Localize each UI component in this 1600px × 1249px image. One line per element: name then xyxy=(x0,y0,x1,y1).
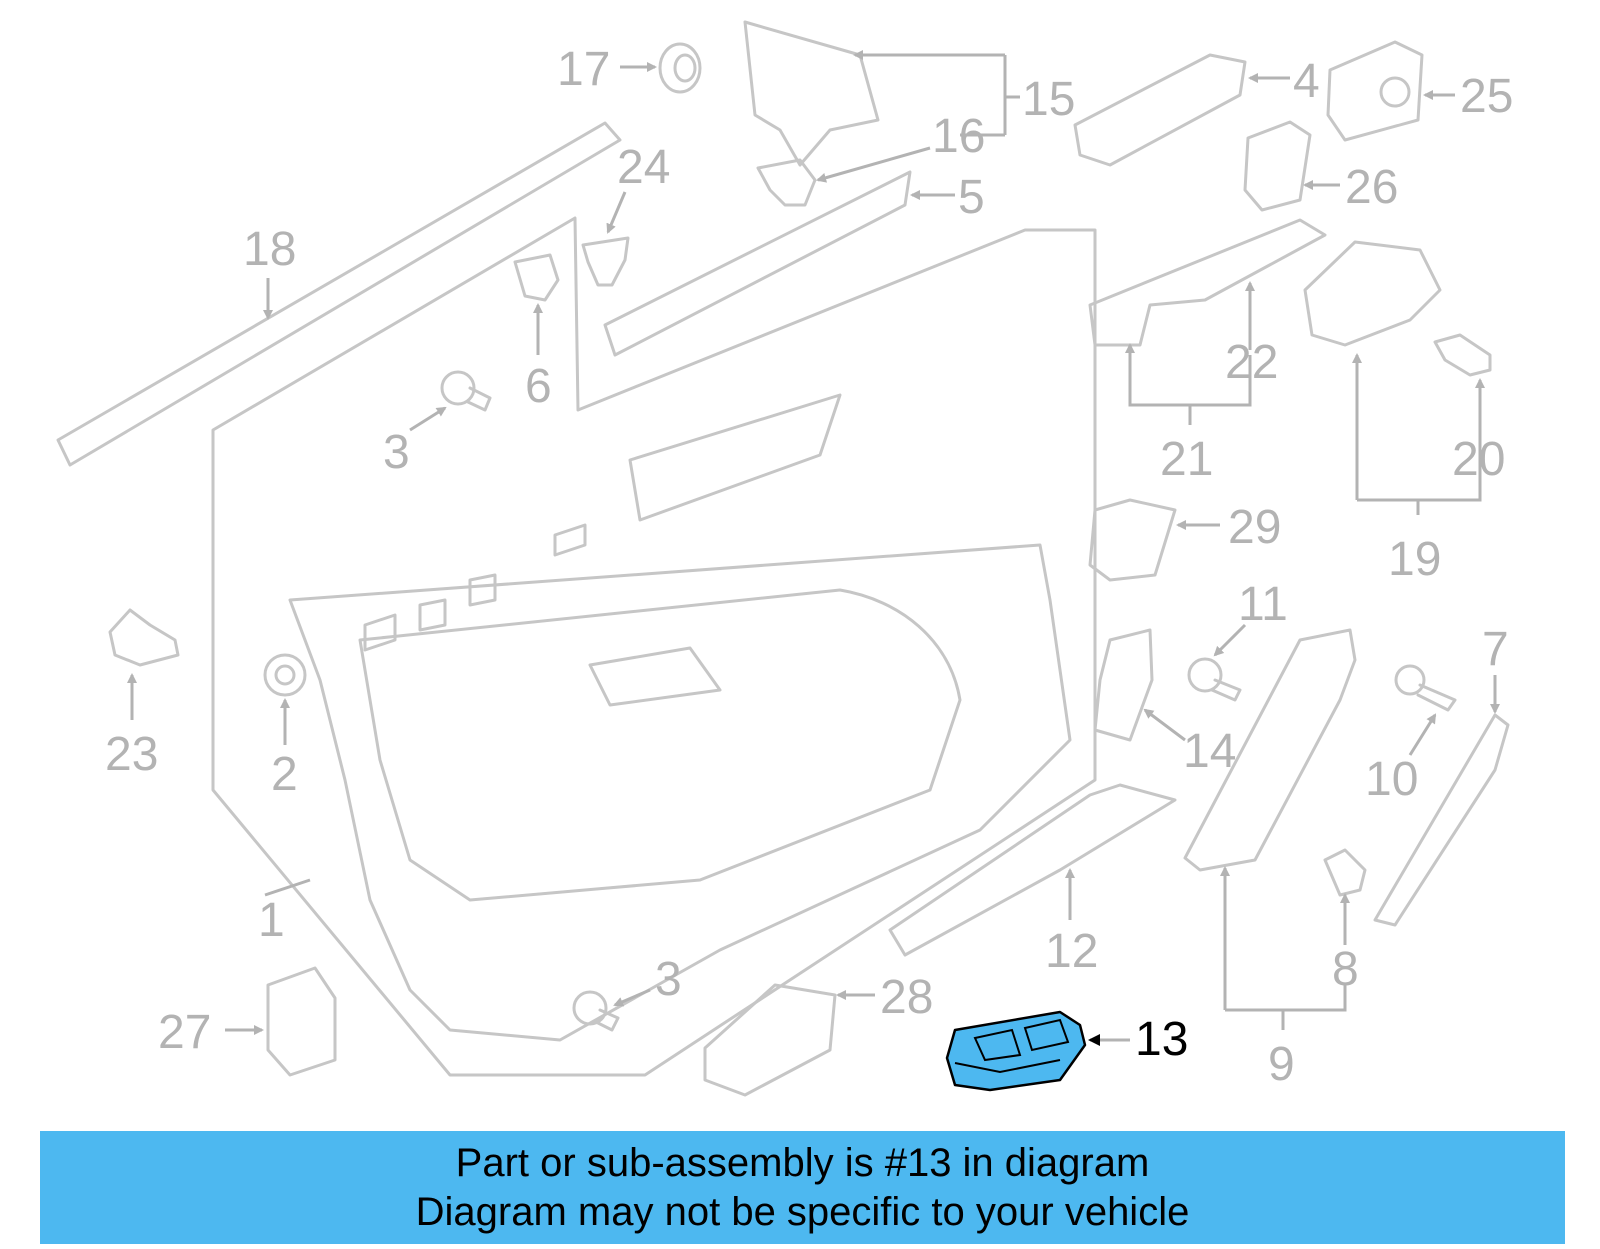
switch-27-drawing xyxy=(266,966,337,1077)
trim-12-drawing xyxy=(888,783,1177,957)
callout-19: 19 xyxy=(1388,533,1441,586)
bezel-13-highlighted xyxy=(945,1010,1087,1092)
callout-11: 11 xyxy=(1238,578,1288,631)
callout-15: 15 xyxy=(1022,73,1075,126)
trim-strip-drawing xyxy=(603,170,912,357)
clip-16-drawing xyxy=(756,158,817,207)
switch-25-drawing xyxy=(1326,40,1424,142)
screw-11-drawing xyxy=(1187,657,1242,702)
screw-3-bottom-drawing xyxy=(572,990,620,1032)
switch-29-drawing xyxy=(1088,498,1177,582)
callout-16: 16 xyxy=(932,110,985,163)
callout-17: 17 xyxy=(557,43,610,96)
callout-18: 18 xyxy=(243,223,296,276)
callout-2: 2 xyxy=(271,748,298,801)
leader-lines xyxy=(127,50,1500,1046)
switch-26-drawing xyxy=(1243,120,1312,212)
banner-line-1: Part or sub-assembly is #13 in diagram xyxy=(455,1141,1150,1185)
callout-24: 24 xyxy=(617,141,670,194)
callout-labels: 1 2 3 3 4 5 6 7 8 9 10 11 12 13 14 15 16… xyxy=(105,43,1513,1091)
callout-25: 25 xyxy=(1460,70,1513,123)
callout-1: 1 xyxy=(258,894,285,947)
callout-3-top: 3 xyxy=(383,426,410,479)
door-panel-drawing xyxy=(211,216,1097,1077)
callout-7: 7 xyxy=(1482,623,1509,676)
clip-8-drawing xyxy=(1323,848,1367,897)
clip-6-drawing xyxy=(513,253,560,302)
clip-23-drawing xyxy=(108,608,180,667)
handle-4-drawing xyxy=(1073,53,1247,167)
callout-23: 23 xyxy=(105,728,158,781)
callout-5: 5 xyxy=(958,171,985,224)
switch-28-drawing xyxy=(703,983,837,1097)
screw-3-top-drawing xyxy=(440,370,492,412)
callout-26: 26 xyxy=(1345,161,1398,214)
banner-line-2: Diagram may not be specific to your vehi… xyxy=(415,1190,1190,1234)
callout-29: 29 xyxy=(1228,501,1281,554)
callout-8: 8 xyxy=(1332,943,1359,996)
callout-27: 27 xyxy=(158,1006,211,1059)
screw-10-drawing xyxy=(1394,664,1457,712)
screw-2-drawing xyxy=(263,653,307,697)
clip-24-drawing xyxy=(581,236,630,287)
callout-20: 20 xyxy=(1452,433,1505,486)
callout-14: 14 xyxy=(1183,725,1236,778)
armrest-9-drawing xyxy=(1183,628,1357,872)
bezel-14-drawing xyxy=(1093,628,1154,742)
trim-7-drawing xyxy=(1373,713,1510,927)
bezel-19-drawing xyxy=(1303,240,1442,347)
callout-3-bottom: 3 xyxy=(655,953,682,1006)
info-banner: Part or sub-assembly is #13 in diagram D… xyxy=(40,1131,1565,1244)
screw-20-drawing xyxy=(1433,333,1492,377)
callout-21: 21 xyxy=(1160,433,1213,486)
callout-28: 28 xyxy=(880,971,933,1024)
callout-12: 12 xyxy=(1045,925,1098,978)
callout-13: 13 xyxy=(1135,1013,1188,1066)
mirror-trim-drawing xyxy=(743,20,880,167)
callout-9: 9 xyxy=(1268,1038,1295,1091)
plug-17-drawing xyxy=(658,42,702,94)
belt-molding-drawing xyxy=(56,121,622,467)
callout-6: 6 xyxy=(525,360,552,413)
callout-4: 4 xyxy=(1293,55,1320,108)
callout-22: 22 xyxy=(1225,336,1278,389)
handle-21-22-drawing xyxy=(1088,218,1327,347)
callout-10: 10 xyxy=(1365,753,1418,806)
